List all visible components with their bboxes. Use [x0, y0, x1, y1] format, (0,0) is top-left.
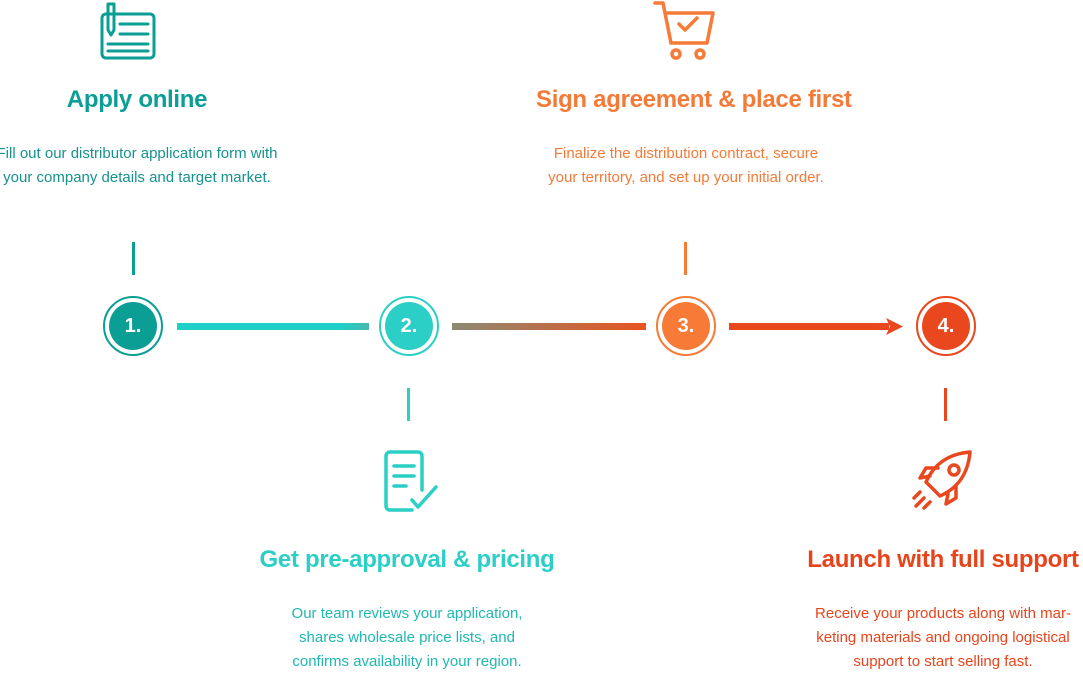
step-4-marker: 4. [916, 296, 976, 356]
step-1-title: Apply online [66, 86, 208, 113]
connector-tick [132, 242, 135, 275]
step-1-number: 1. [109, 302, 157, 350]
connector-tick [684, 242, 687, 275]
step-3-marker: 3. [656, 296, 716, 356]
step-2-text: Our team reviews your application, share… [291, 605, 523, 670]
step-4-block: Launch with full support Receive your pr… [793, 546, 1083, 674]
step-4-text: Receive your products along with mar-ket… [815, 605, 1071, 670]
step-2-block: Get pre-approval & pricing Our team revi… [257, 546, 557, 674]
connector-tick [944, 388, 947, 421]
cart-check-icon [653, 1, 715, 60]
step-3-number: 3. [662, 302, 710, 350]
step-3-title: Sign agreement & place first [536, 86, 852, 113]
connector-tick [407, 388, 410, 421]
step-1-text: Fill out our distributor application for… [0, 145, 278, 186]
step-2-number: 2. [385, 302, 433, 350]
step-4-title: Launch with full support [807, 546, 1079, 573]
document-check-icon [384, 450, 438, 512]
step-3-text: Finalize the distribution contract, secu… [548, 145, 824, 186]
form-pen-icon [100, 2, 156, 60]
step-1-marker: 1. [103, 296, 163, 356]
progress-line-1 [177, 323, 369, 330]
arrow-head-icon [886, 318, 903, 335]
rocket-icon [912, 450, 972, 510]
progress-line-3 [729, 323, 889, 330]
step-3-block: Sign agreement & place first Finalize th… [536, 86, 852, 190]
progress-line-2 [452, 323, 646, 330]
step-2-marker: 2. [379, 296, 439, 356]
step-2-title: Get pre-approval & pricing [259, 546, 555, 573]
step-4-number: 4. [922, 302, 970, 350]
step-1-block: Apply online Fill out our distributor ap… [0, 86, 287, 190]
